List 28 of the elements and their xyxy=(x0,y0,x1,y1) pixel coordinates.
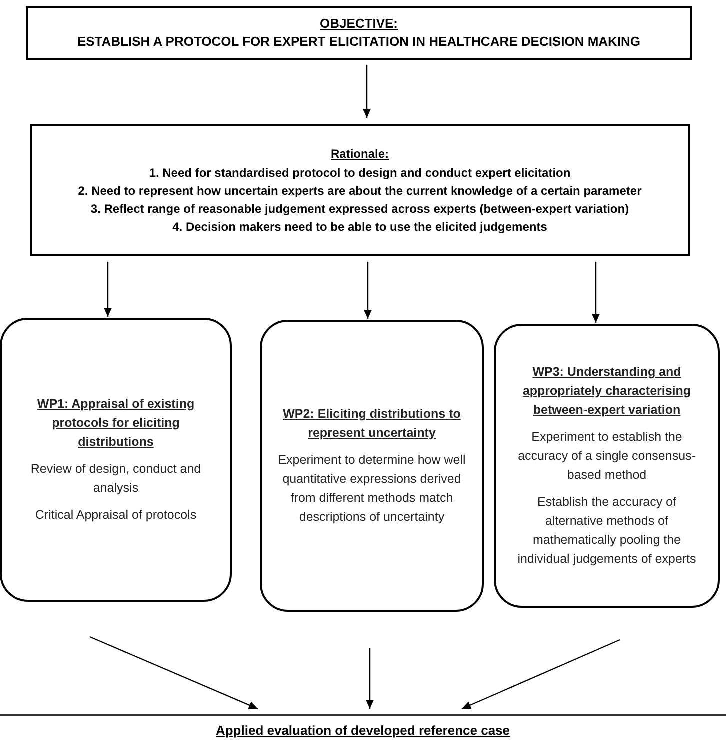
description: Experiment to establish the accuracy of a single consensus-based method xyxy=(517,429,697,484)
process-box xyxy=(30,124,690,256)
heading: WP2: Eliciting distributions to represent uncertainty xyxy=(282,406,462,442)
heading: WP1: Appraisal of existing protocols for eliciting distributions xyxy=(36,396,196,451)
description: Critical Appraisal of protocols xyxy=(35,507,197,524)
arrow xyxy=(366,648,374,709)
arrow xyxy=(592,262,600,323)
arrow xyxy=(462,639,620,710)
description: Establish the accuracy of alternative methods of mathematically pooling the individual judgements of experts xyxy=(516,494,698,568)
list-item: 4. Decision makers need to be able to use the elicited judgements xyxy=(172,218,548,236)
rounded-box xyxy=(494,324,720,608)
rounded-box xyxy=(0,318,232,602)
list-item: 1. Need for standardised protocol to design and conduct expert elicitation xyxy=(149,164,571,182)
heading: Rationale: xyxy=(330,146,389,162)
arrow xyxy=(364,262,372,319)
description: Experiment to determine how well quantitative expressions derived from different methods match descriptions of uncertainty xyxy=(277,452,467,526)
process-box xyxy=(26,6,692,60)
arrow xyxy=(104,262,112,317)
rounded-box xyxy=(260,320,484,612)
arrow xyxy=(90,636,258,710)
list-item: 2. Need to represent how uncertain experts are about the current knowledge of a certain parameter xyxy=(78,182,642,200)
heading: Applied evaluation of developed reference case xyxy=(216,722,510,740)
arrow xyxy=(363,65,371,118)
list-item: 3. Reflect range of reasonable judgement expressed across experts (between-expert variation) xyxy=(90,200,630,218)
heading: OBJECTIVE: xyxy=(320,15,398,33)
description: Review of design, conduct and analysis xyxy=(30,461,202,497)
heading: WP3: Understanding and appropriately characterising between-expert variation xyxy=(522,364,692,419)
objective-text: ESTABLISH A PROTOCOL FOR EXPERT ELICITATION IN HEALTHCARE DECISION MAKING xyxy=(77,33,641,51)
